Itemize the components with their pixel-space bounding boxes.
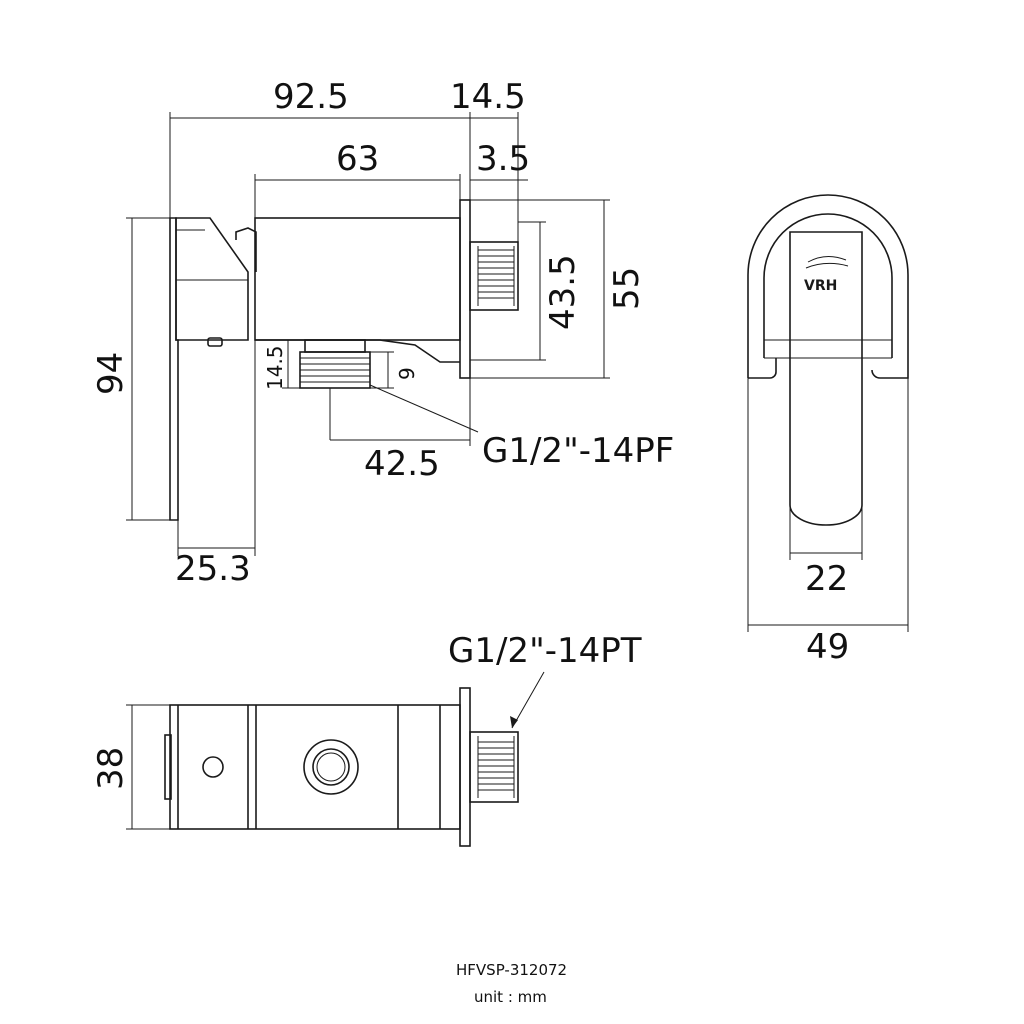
dim-outlet-thread: 9 xyxy=(395,367,419,380)
top-view: G1/2"-14PT 38 xyxy=(91,631,642,847)
side-view: 92.5 14.5 63 3.5 43.5 55 94 25.3 14.5 9 … xyxy=(91,77,674,589)
front-view: VRH 22 49 xyxy=(747,194,909,667)
dim-width-outer: 49 xyxy=(806,627,849,667)
outlet-thread-label: G1/2"-14PF xyxy=(482,431,674,471)
dim-body-depth: 38 xyxy=(91,747,131,790)
unit-label: unit : mm xyxy=(474,988,547,1006)
dim-outlet-offset: 42.5 xyxy=(364,444,440,484)
dim-total-height: 94 xyxy=(91,352,131,395)
top-flange xyxy=(459,687,471,847)
outlet-ring-inner xyxy=(312,748,350,786)
handle-block xyxy=(175,217,249,341)
dim-thread-height: 43.5 xyxy=(543,254,583,330)
dim-flange-thickness: 3.5 xyxy=(476,139,530,179)
wall-flange xyxy=(459,199,471,379)
dim-overall-length: 92.5 xyxy=(273,77,349,117)
handle-loop-outer xyxy=(747,194,909,379)
handle-loop-inner xyxy=(763,213,893,358)
top-body xyxy=(169,704,461,830)
brand-logo: VRH xyxy=(804,278,837,294)
top-inlet-thread xyxy=(469,731,519,803)
model-number: HFVSP-312072 xyxy=(456,961,567,979)
side-dimensions xyxy=(126,112,610,556)
set-screw xyxy=(202,756,224,778)
outlet-thread xyxy=(299,339,371,440)
outlet-ring-outer xyxy=(303,739,359,795)
dim-flange-height: 55 xyxy=(607,267,647,310)
dim-width-inner: 22 xyxy=(805,559,848,599)
dim-outlet-height: 14.5 xyxy=(263,345,287,390)
dim-flange-offset: 14.5 xyxy=(450,77,526,117)
front-lever xyxy=(789,231,863,526)
dim-body-length: 63 xyxy=(336,139,379,179)
inlet-thread xyxy=(469,241,519,311)
inlet-thread-label: G1/2"-14PT xyxy=(448,631,642,671)
valve-body xyxy=(254,217,461,341)
dim-lever-depth: 25.3 xyxy=(175,549,251,589)
